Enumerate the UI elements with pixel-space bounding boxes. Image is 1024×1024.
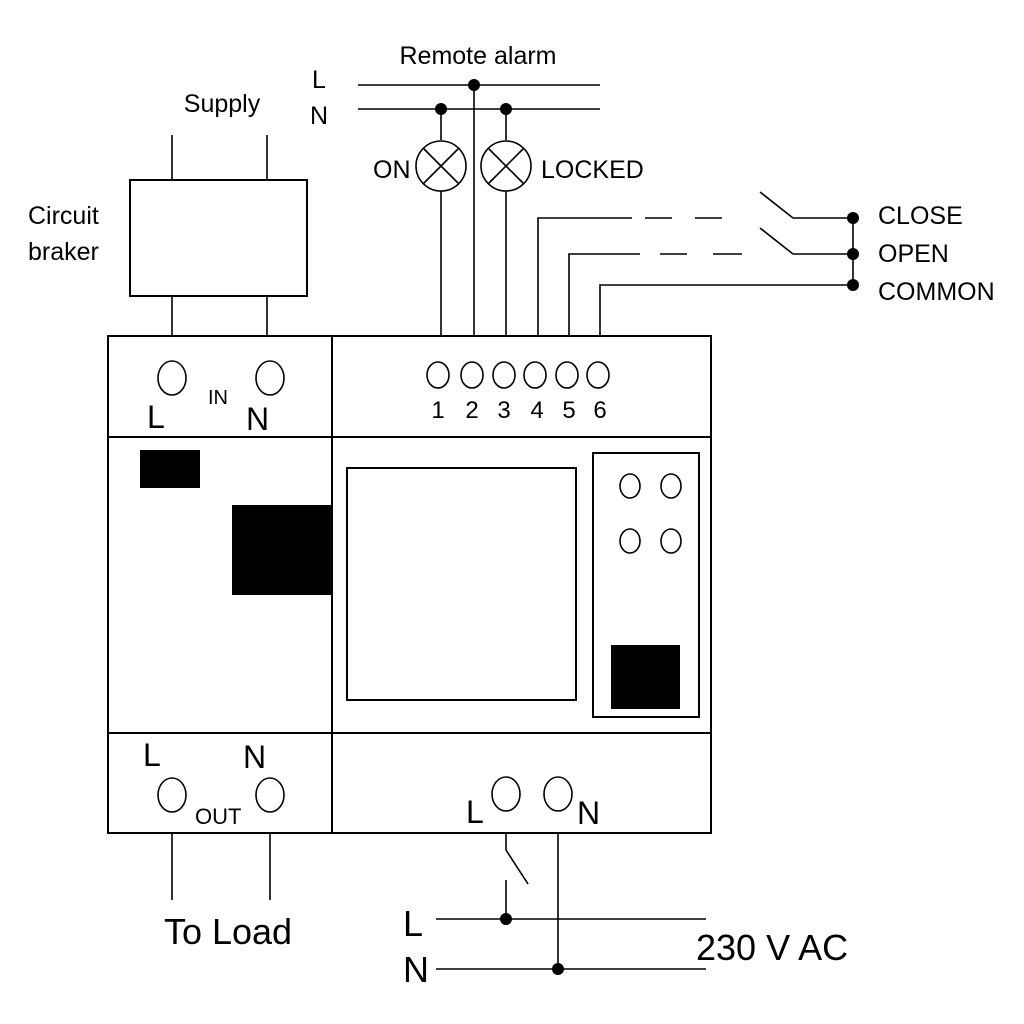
control-terminals: 1 2 3 4 5 6 bbox=[426, 361, 610, 424]
voltage-label: 230 V AC bbox=[696, 927, 848, 968]
breaker-module bbox=[140, 450, 332, 595]
mains-power: L N 230 V AC bbox=[403, 833, 848, 990]
common-terminal-dot bbox=[847, 279, 859, 291]
load-wires: To Load bbox=[164, 833, 292, 952]
power-terminals: L N bbox=[466, 776, 600, 831]
control-button bbox=[660, 473, 682, 499]
alarm-l-label: L bbox=[312, 66, 326, 94]
in-label: IN bbox=[208, 387, 228, 409]
close-terminal-dot bbox=[847, 212, 859, 224]
terminal-6-label: 6 bbox=[593, 397, 606, 424]
controller-indicator bbox=[611, 645, 680, 709]
device-enclosure bbox=[107, 335, 712, 834]
lamp-locked: LOCKED bbox=[480, 109, 644, 336]
terminal-3-label: 3 bbox=[497, 397, 510, 424]
control-button bbox=[660, 528, 682, 554]
out-n-terminal bbox=[255, 777, 285, 813]
lamp-on: ON bbox=[373, 109, 467, 336]
in-n-terminal bbox=[255, 360, 285, 396]
input-terminals: L IN N bbox=[147, 360, 285, 437]
display-screen bbox=[346, 467, 577, 701]
in-l-label: L bbox=[147, 399, 165, 435]
alarm-n-label: N bbox=[310, 102, 328, 130]
terminal-4 bbox=[523, 361, 547, 389]
junction-dot bbox=[552, 963, 564, 975]
open-label: OPEN bbox=[878, 240, 949, 268]
out-n-label: N bbox=[243, 739, 266, 775]
breaker-indicator bbox=[140, 450, 200, 488]
lamp-on-label: ON bbox=[373, 156, 411, 184]
circuit-breaker-label-1: Circuit bbox=[28, 202, 99, 230]
power-n-terminal bbox=[543, 776, 573, 812]
terminal-5 bbox=[555, 361, 579, 389]
junction-dot bbox=[500, 913, 512, 925]
circuit-breaker-label-2: braker bbox=[28, 238, 99, 266]
mains-n-label: N bbox=[403, 949, 429, 990]
terminal-5-label: 5 bbox=[562, 397, 575, 424]
terminal-6 bbox=[586, 361, 610, 389]
remote-alarm-bus: Remote alarm L N bbox=[310, 42, 600, 130]
output-terminals: L N OUT bbox=[143, 737, 285, 829]
to-load-label: To Load bbox=[164, 911, 292, 952]
terminal-1-label: 1 bbox=[431, 397, 444, 424]
remote-alarm-label: Remote alarm bbox=[400, 42, 557, 70]
power-l-label: L bbox=[466, 794, 484, 830]
out-l-label: L bbox=[143, 737, 161, 773]
controller-module bbox=[346, 452, 700, 718]
terminal-2 bbox=[460, 361, 484, 389]
terminal-3 bbox=[492, 361, 516, 389]
power-l-terminal bbox=[491, 776, 521, 812]
terminal-2-label: 2 bbox=[465, 397, 478, 424]
close-label: CLOSE bbox=[878, 202, 963, 230]
supply-breaker: Supply Circuit braker bbox=[28, 90, 308, 336]
terminal-4-label: 4 bbox=[530, 397, 543, 424]
control-button bbox=[619, 528, 641, 554]
lamp-locked-label: LOCKED bbox=[541, 156, 644, 184]
breaker-toggle bbox=[232, 505, 332, 595]
circuit-breaker-box bbox=[129, 179, 308, 297]
control-switches: CLOSE OPEN COMMON bbox=[537, 191, 995, 336]
in-l-terminal bbox=[157, 360, 187, 396]
supply-label: Supply bbox=[184, 90, 261, 118]
button-panel bbox=[592, 452, 700, 718]
in-n-label: N bbox=[246, 401, 269, 437]
out-l-terminal bbox=[157, 777, 187, 813]
power-n-label: N bbox=[577, 795, 600, 831]
common-label: COMMON bbox=[878, 278, 995, 306]
control-button bbox=[619, 473, 641, 499]
out-label: OUT bbox=[195, 804, 241, 829]
terminal-1 bbox=[426, 361, 450, 389]
open-terminal-dot bbox=[847, 248, 859, 260]
mains-l-label: L bbox=[403, 903, 423, 944]
